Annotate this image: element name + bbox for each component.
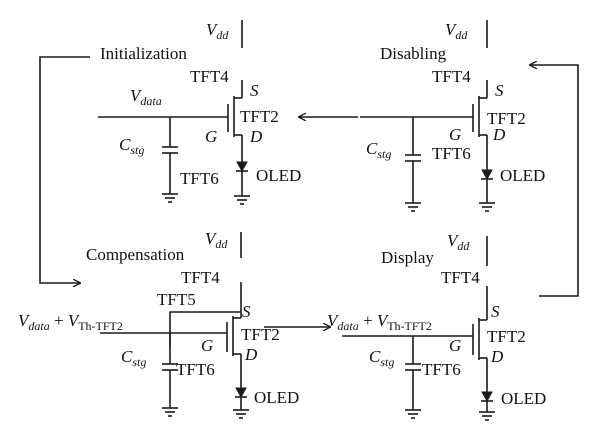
tft2-label: TFT2 — [487, 327, 526, 346]
drain-label: D — [244, 345, 258, 364]
input-voltage-label: Vdata + VTh-TFT2 — [327, 311, 432, 333]
panel-initialization: Initialization Vdd TFT4 S TFT2 G D Vdata — [98, 20, 301, 205]
capacitor-cstg — [405, 154, 421, 162]
cstg-label: Cstg — [369, 347, 394, 369]
arrow-display-to-disabling — [530, 65, 579, 297]
cstg-label: Cstg — [121, 347, 146, 369]
capacitor-cstg — [162, 146, 178, 154]
drain-label: D — [249, 127, 263, 146]
ground-symbol — [233, 409, 249, 419]
tft2-label: TFT2 — [241, 325, 280, 344]
oled-diode — [236, 161, 248, 173]
gate-label: G — [205, 127, 217, 146]
tft2-label: TFT2 — [487, 109, 526, 128]
panel-compensation: Compensation Vdd TFT4 TFT5 S TFT2 G D Vd… — [18, 229, 299, 419]
panel-title: Initialization — [100, 44, 187, 63]
ground-symbol — [162, 407, 178, 417]
vdd-label: Vdd — [206, 20, 229, 42]
tft4-label: TFT4 — [181, 268, 220, 287]
flow-arrows — [39, 56, 579, 327]
input-voltage-label: Vdata + VTh-TFT2 — [18, 311, 123, 333]
tft4-label: TFT4 — [190, 67, 229, 86]
panel-title: Compensation — [86, 245, 185, 264]
tft6-label: TFT6 — [180, 169, 219, 188]
panel-display: Display Vdd TFT4 S TFT2 G D Vdata + VTh-… — [327, 231, 546, 421]
gate-label: G — [449, 125, 461, 144]
tft4-label: TFT4 — [441, 268, 480, 287]
ground-symbol — [479, 411, 495, 421]
oled-diode — [235, 387, 247, 399]
tft2-label: TFT2 — [240, 107, 279, 126]
vdd-label: Vdd — [445, 20, 468, 42]
oled-diode — [481, 169, 493, 181]
tft6-label: TFT6 — [432, 144, 471, 163]
gate-label: G — [449, 336, 461, 355]
source-label: S — [242, 302, 251, 321]
oled-label: OLED — [500, 166, 545, 185]
tft5-label: TFT5 — [157, 290, 196, 309]
gate-label: G — [201, 336, 213, 355]
panel-disabling: Disabling Vdd TFT4 S TFT2 G D Cstg TFT6 — [360, 20, 545, 212]
oled-diode — [481, 391, 493, 403]
transistor-tft2 — [472, 96, 488, 170]
tft6-label: TFT6 — [422, 360, 461, 379]
source-label: S — [491, 302, 500, 321]
ground-symbol — [405, 409, 421, 419]
cstg-label: Cstg — [119, 135, 144, 157]
drain-label: D — [490, 347, 504, 366]
source-label: S — [495, 81, 504, 100]
oled-label: OLED — [254, 388, 299, 407]
vdd-label: Vdd — [447, 231, 470, 253]
tft6-label: TFT6 — [176, 360, 215, 379]
panel-title: Disabling — [380, 44, 447, 63]
panel-title: Display — [381, 248, 434, 267]
source-label: S — [250, 81, 259, 100]
vdata-input-label: Vdata — [130, 86, 162, 108]
arrow-initialization-to-compensation — [39, 56, 90, 283]
transistor-tft2 — [226, 316, 242, 388]
oled-label: OLED — [501, 389, 546, 408]
vdd-label: Vdd — [205, 229, 228, 251]
ground-symbol — [234, 195, 250, 205]
transistor-tft2 — [227, 96, 243, 162]
cstg-label: Cstg — [366, 139, 391, 161]
ground-symbol — [479, 202, 495, 212]
tft4-label: TFT4 — [432, 67, 471, 86]
transistor-tft2 — [472, 318, 488, 392]
oled-label: OLED — [256, 166, 301, 185]
ground-symbol — [162, 193, 178, 203]
drain-label: D — [492, 125, 506, 144]
capacitor-cstg — [405, 363, 421, 371]
ground-symbol — [405, 202, 421, 212]
